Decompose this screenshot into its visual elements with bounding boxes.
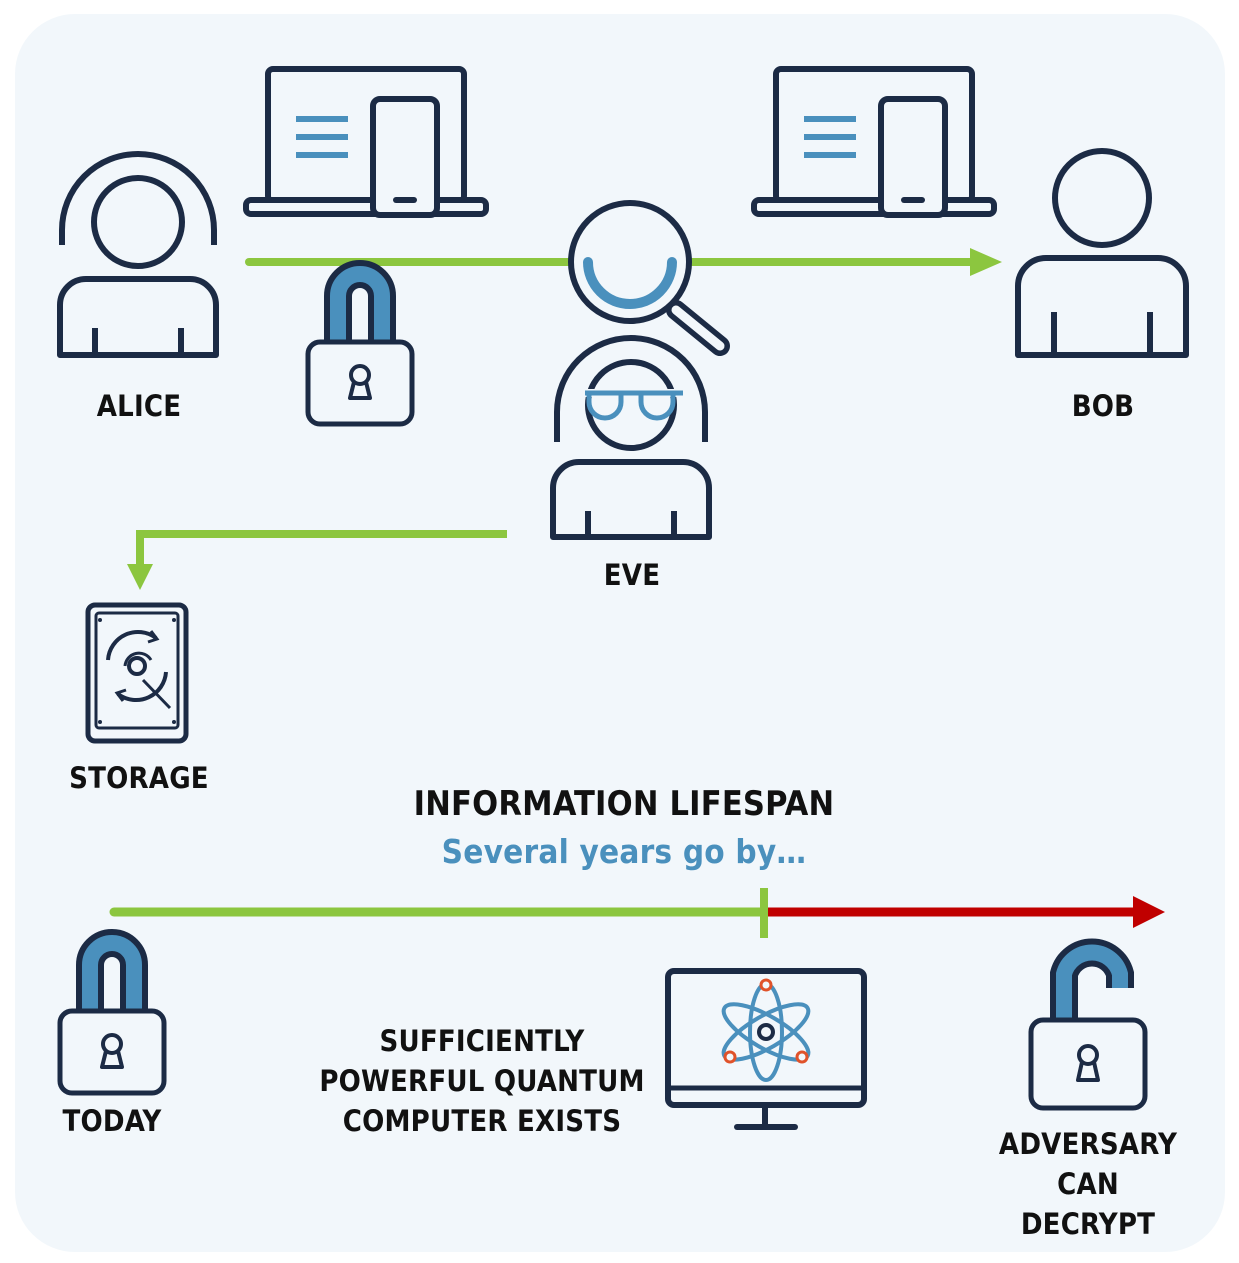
adversary-decrypt-label: ADVERSARY CAN DECRYPT [998, 1127, 1178, 1241]
storage-label: STORAGE [69, 761, 209, 795]
timeline-arrow [109, 888, 1165, 938]
eve-to-storage-arrow [127, 530, 507, 590]
hard-drive-icon [85, 602, 189, 744]
monitor-atom-icon [665, 968, 867, 1130]
alice-user-icon [57, 151, 219, 358]
timeline-subtitle: Several years go by… [441, 832, 807, 871]
background-panel [15, 14, 1225, 1252]
padlock-open-icon [1028, 938, 1148, 1111]
eve-label: EVE [603, 558, 661, 592]
eve-user-icon [550, 335, 712, 540]
magnifier-icon [568, 200, 730, 356]
timeline-title: INFORMATION LIFESPAN [413, 784, 835, 824]
bob-user-icon [1015, 148, 1189, 358]
quantum-computer-label: SUFFICIENTLY POWERFUL QUANTUM COMPUTER E… [319, 1024, 645, 1138]
today-label: TODAY [62, 1104, 162, 1138]
bob-label: BOB [1071, 389, 1135, 423]
alice-label: ALICE [96, 389, 182, 423]
